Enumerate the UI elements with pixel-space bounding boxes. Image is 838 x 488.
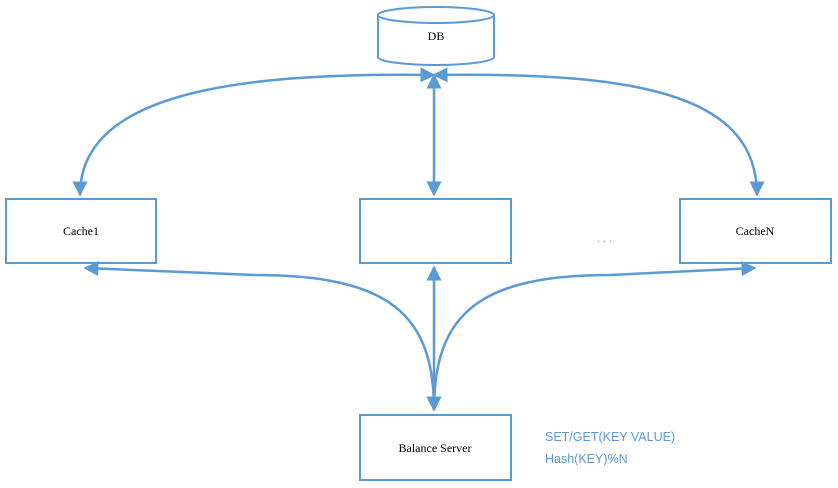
cache1-node: Cache1 bbox=[5, 198, 157, 264]
cache1-label: Cache1 bbox=[63, 224, 99, 238]
cache-n-node: CacheN bbox=[679, 198, 832, 264]
db-cylinder-top bbox=[377, 6, 495, 24]
db-cylinder-body bbox=[377, 15, 495, 66]
connector-balance-cache-n bbox=[426, 261, 757, 412]
cache-middle-node bbox=[359, 198, 512, 264]
ellipsis-label: ... bbox=[597, 231, 615, 245]
note-line-1: SET/GET(KEY VALUE) bbox=[545, 430, 675, 444]
balance-server-node: Balance Server bbox=[359, 414, 512, 481]
connector-balance-cache1 bbox=[83, 261, 442, 412]
balance-server-box bbox=[359, 414, 512, 481]
cache-n-label: CacheN bbox=[736, 224, 775, 238]
note-line-2: Hash(KEY)%N bbox=[545, 452, 628, 466]
cache-middle-box bbox=[359, 198, 512, 264]
db-node: DB bbox=[377, 6, 495, 66]
balance-server-label: Balance Server bbox=[399, 441, 472, 455]
connector-db-cache-n bbox=[432, 67, 765, 197]
db-label: DB bbox=[428, 29, 445, 43]
cache1-box bbox=[5, 198, 157, 264]
connector-db-cache1 bbox=[72, 67, 436, 197]
